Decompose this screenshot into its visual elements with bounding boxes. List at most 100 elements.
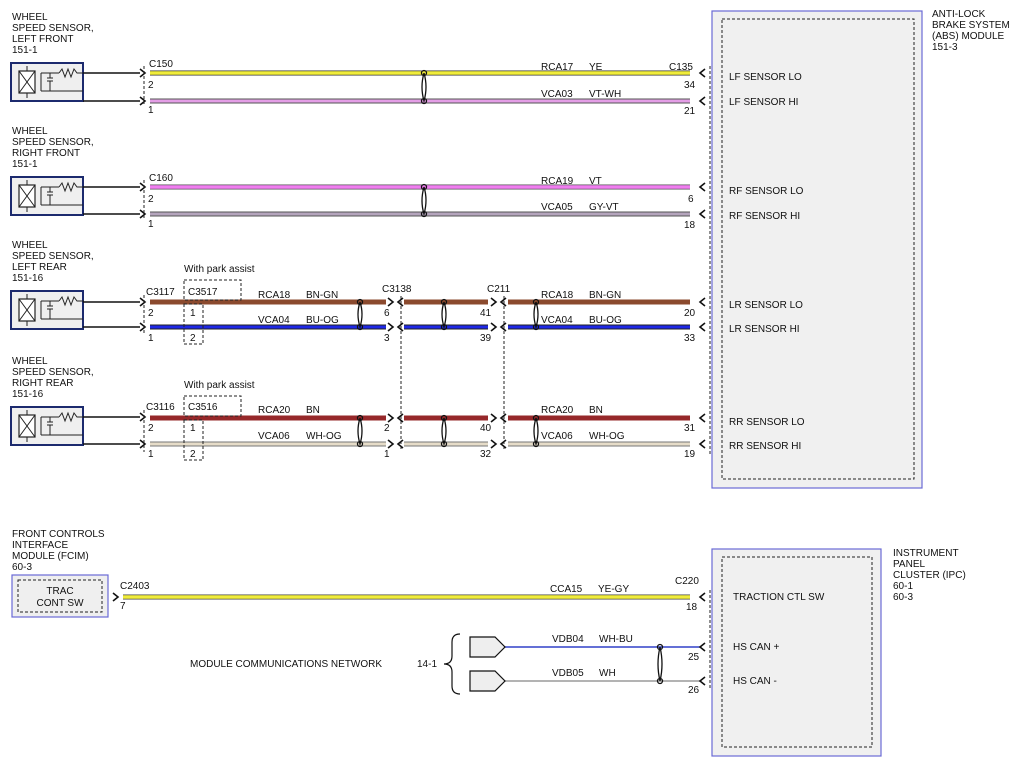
svg-text:ANTI-LOCK: ANTI-LOCK	[932, 9, 986, 20]
svg-text:C160: C160	[149, 173, 173, 184]
svg-text:C211: C211	[487, 284, 511, 295]
svg-text:WH-OG: WH-OG	[306, 431, 342, 442]
sensor-rf-title: WHEEL SPEED SENSOR, RIGHT FRONT 151-1	[12, 126, 94, 170]
svg-text:CONT SW: CONT SW	[36, 598, 84, 609]
svg-text:INTERFACE: INTERFACE	[12, 540, 68, 551]
svg-text:1: 1	[190, 308, 196, 319]
connector-labels: C150 C135 C160 C3117 C3517 C3138 C211 C3…	[120, 59, 699, 592]
twist-markers	[356, 69, 664, 685]
svg-text:BN: BN	[589, 405, 603, 416]
svg-text:VDB05: VDB05	[552, 668, 584, 679]
svg-text:HS CAN -: HS CAN -	[733, 676, 777, 687]
svg-text:2: 2	[384, 423, 390, 434]
svg-text:With park assist: With park assist	[184, 264, 255, 275]
svg-text:C3516: C3516	[188, 402, 218, 413]
svg-text:TRACTION CTL SW: TRACTION CTL SW	[733, 592, 825, 603]
svg-text:SPEED SENSOR,: SPEED SENSOR,	[12, 23, 94, 34]
svg-text:SPEED SENSOR,: SPEED SENSOR,	[12, 251, 94, 262]
svg-text:60-1: 60-1	[893, 581, 913, 592]
svg-text:1: 1	[148, 449, 154, 460]
svg-text:RR SENSOR HI: RR SENSOR HI	[729, 441, 801, 452]
svg-text:2: 2	[148, 423, 154, 434]
svg-text:VT: VT	[589, 176, 602, 187]
svg-text:C3517: C3517	[188, 287, 218, 298]
svg-text:YE: YE	[589, 62, 603, 73]
svg-text:WH: WH	[599, 668, 616, 679]
svg-text:RR SENSOR LO: RR SENSOR LO	[729, 417, 805, 428]
svg-text:INSTRUMENT: INSTRUMENT	[893, 548, 959, 559]
fcim-title: FRONT CONTROLS INTERFACE MODULE (FCIM) 6…	[12, 529, 105, 573]
sensor-lf-title: WHEEL SPEED SENSOR, LEFT FRONT 151-1	[12, 12, 94, 56]
svg-text:RCA20: RCA20	[258, 405, 291, 416]
svg-text:151-16: 151-16	[12, 273, 44, 284]
svg-text:RCA18: RCA18	[258, 290, 291, 301]
svg-text:TRAC: TRAC	[46, 586, 73, 597]
svg-text:151-1: 151-1	[12, 159, 38, 170]
svg-text:20: 20	[684, 308, 696, 319]
svg-text:C220: C220	[675, 576, 699, 587]
svg-text:WH-BU: WH-BU	[599, 634, 633, 645]
ipc-module	[711, 548, 882, 757]
svg-text:(ABS) MODULE: (ABS) MODULE	[932, 31, 1005, 42]
sensor-lr-title: WHEEL SPEED SENSOR, LEFT REAR 151-16	[12, 240, 94, 284]
svg-text:2: 2	[148, 194, 154, 205]
svg-text:21: 21	[684, 106, 696, 117]
abs-module-title: ANTI-LOCK BRAKE SYSTEM (ABS) MODULE 151-…	[932, 9, 1010, 53]
svg-text:60-3: 60-3	[12, 562, 32, 573]
svg-text:C3138: C3138	[382, 284, 412, 295]
can-bus-symbols	[443, 633, 506, 695]
svg-text:LEFT REAR: LEFT REAR	[12, 262, 67, 273]
svg-text:26: 26	[688, 685, 700, 696]
svg-text:151-3: 151-3	[932, 42, 958, 53]
svg-text:1: 1	[148, 333, 154, 344]
svg-text:C135: C135	[669, 62, 693, 73]
svg-text:RF SENSOR LO: RF SENSOR LO	[729, 186, 804, 197]
svg-text:6: 6	[688, 194, 694, 205]
svg-text:C3117: C3117	[146, 287, 175, 298]
svg-text:1: 1	[148, 105, 154, 116]
svg-text:LF SENSOR HI: LF SENSOR HI	[729, 97, 798, 108]
svg-text:34: 34	[684, 80, 696, 91]
svg-text:CCA15: CCA15	[550, 584, 583, 595]
svg-text:VCA06: VCA06	[258, 431, 290, 442]
svg-text:C150: C150	[149, 59, 173, 70]
abs-module	[711, 10, 923, 489]
mcn-label: MODULE COMMUNICATIONS NETWORK 14-1	[190, 659, 437, 670]
svg-text:HS CAN +: HS CAN +	[733, 642, 780, 653]
fcim-module: TRAC CONT SW	[11, 574, 109, 618]
connector-arrows	[112, 68, 146, 602]
abs-pin-labels: LF SENSOR LO LF SENSOR HI RF SENSOR LO R…	[729, 72, 805, 452]
svg-text:151-16: 151-16	[12, 389, 44, 400]
svg-text:VCA04: VCA04	[258, 315, 290, 326]
svg-text:RCA20: RCA20	[541, 405, 574, 416]
svg-text:WHEEL: WHEEL	[12, 356, 48, 367]
svg-text:VCA05: VCA05	[541, 202, 573, 213]
svg-text:RIGHT FRONT: RIGHT FRONT	[12, 148, 80, 159]
svg-text:RIGHT REAR: RIGHT REAR	[12, 378, 74, 389]
svg-text:RCA17: RCA17	[541, 62, 574, 73]
abs-arrows	[699, 68, 706, 686]
svg-text:19: 19	[684, 449, 696, 460]
svg-text:2: 2	[148, 308, 154, 319]
svg-text:31: 31	[684, 423, 696, 434]
svg-text:RF SENSOR HI: RF SENSOR HI	[729, 211, 800, 222]
svg-text:60-3: 60-3	[893, 592, 913, 603]
svg-text:BU-OG: BU-OG	[306, 315, 339, 326]
svg-text:WHEEL: WHEEL	[12, 240, 48, 251]
svg-text:VT-WH: VT-WH	[589, 89, 621, 100]
svg-text:LF SENSOR LO: LF SENSOR LO	[729, 72, 802, 83]
svg-text:GY-VT: GY-VT	[589, 202, 619, 213]
svg-text:VCA04: VCA04	[541, 315, 573, 326]
svg-text:SPEED SENSOR,: SPEED SENSOR,	[12, 367, 94, 378]
sensor-rr-icon	[10, 406, 85, 446]
svg-text:LR SENSOR LO: LR SENSOR LO	[729, 300, 803, 311]
svg-text:VCA03: VCA03	[541, 89, 573, 100]
svg-text:BN-GN: BN-GN	[589, 290, 621, 301]
svg-text:LEFT FRONT: LEFT FRONT	[12, 34, 73, 45]
sensor-lf-icon	[10, 62, 85, 102]
svg-text:BRAKE SYSTEM: BRAKE SYSTEM	[932, 20, 1010, 31]
svg-text:6: 6	[384, 308, 390, 319]
svg-text:3: 3	[384, 333, 390, 344]
svg-text:1: 1	[190, 423, 196, 434]
